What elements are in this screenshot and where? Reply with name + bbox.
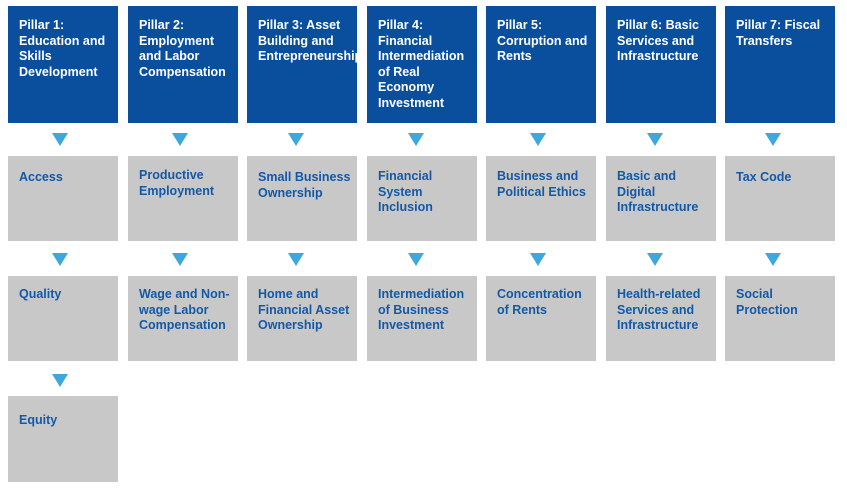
pillar-1-item-1: Access: [8, 156, 118, 241]
pillar-3-item-2: Home and Financial Asset Ownership: [247, 276, 357, 361]
arrow-down-icon: [52, 253, 68, 266]
pillar-2-header: Pillar 2: Employment and Labor Compensat…: [128, 6, 238, 123]
arrow-down-icon: [288, 253, 304, 266]
arrow-down-icon: [52, 374, 68, 387]
arrow-down-icon: [172, 253, 188, 266]
arrow-down-icon: [647, 133, 663, 146]
pillar-6-header: Pillar 6: Basic Services and Infrastruct…: [606, 6, 716, 123]
pillar-5-header: Pillar 5: Corruption and Rents: [486, 6, 596, 123]
arrow-down-icon: [288, 133, 304, 146]
arrow-down-icon: [765, 253, 781, 266]
pillar-4-item-2: Intermediation of Business Investment: [367, 276, 477, 361]
pillar-5-item-2: Concentration of Rents: [486, 276, 596, 361]
arrow-down-icon: [408, 133, 424, 146]
pillar-7-header: Pillar 7: Fiscal Transfers: [725, 6, 835, 123]
arrow-down-icon: [52, 133, 68, 146]
pillar-1-header: Pillar 1: Education and Skills Developme…: [8, 6, 118, 123]
pillar-6-item-2: Health-related Services and Infrastructu…: [606, 276, 716, 361]
pillar-5-item-1: Business and Political Ethics: [486, 156, 596, 241]
arrow-down-icon: [530, 253, 546, 266]
pillar-7-item-1: Tax Code: [725, 156, 835, 241]
arrow-down-icon: [530, 133, 546, 146]
arrow-down-icon: [647, 253, 663, 266]
arrow-down-icon: [765, 133, 781, 146]
pillar-4-header: Pillar 4: Financial Intermediation of Re…: [367, 6, 477, 123]
pillar-7-item-2: Social Protection: [725, 276, 835, 361]
pillar-6-item-1: Basic and Digital Infrastructure: [606, 156, 716, 241]
pillar-2-item-2: Wage and Non-wage Labor Compensation: [128, 276, 238, 361]
pillar-2-item-1: Productive Employment: [128, 156, 238, 241]
pillar-3-item-1: Small Business Ownership: [247, 156, 357, 241]
pillar-1-item-2: Quality: [8, 276, 118, 361]
pillar-4-item-1: Financial System Inclusion: [367, 156, 477, 241]
arrow-down-icon: [408, 253, 424, 266]
pillar-1-item-3: Equity: [8, 396, 118, 482]
pillar-3-header: Pillar 3: Asset Building and Entrepreneu…: [247, 6, 362, 123]
arrow-down-icon: [172, 133, 188, 146]
